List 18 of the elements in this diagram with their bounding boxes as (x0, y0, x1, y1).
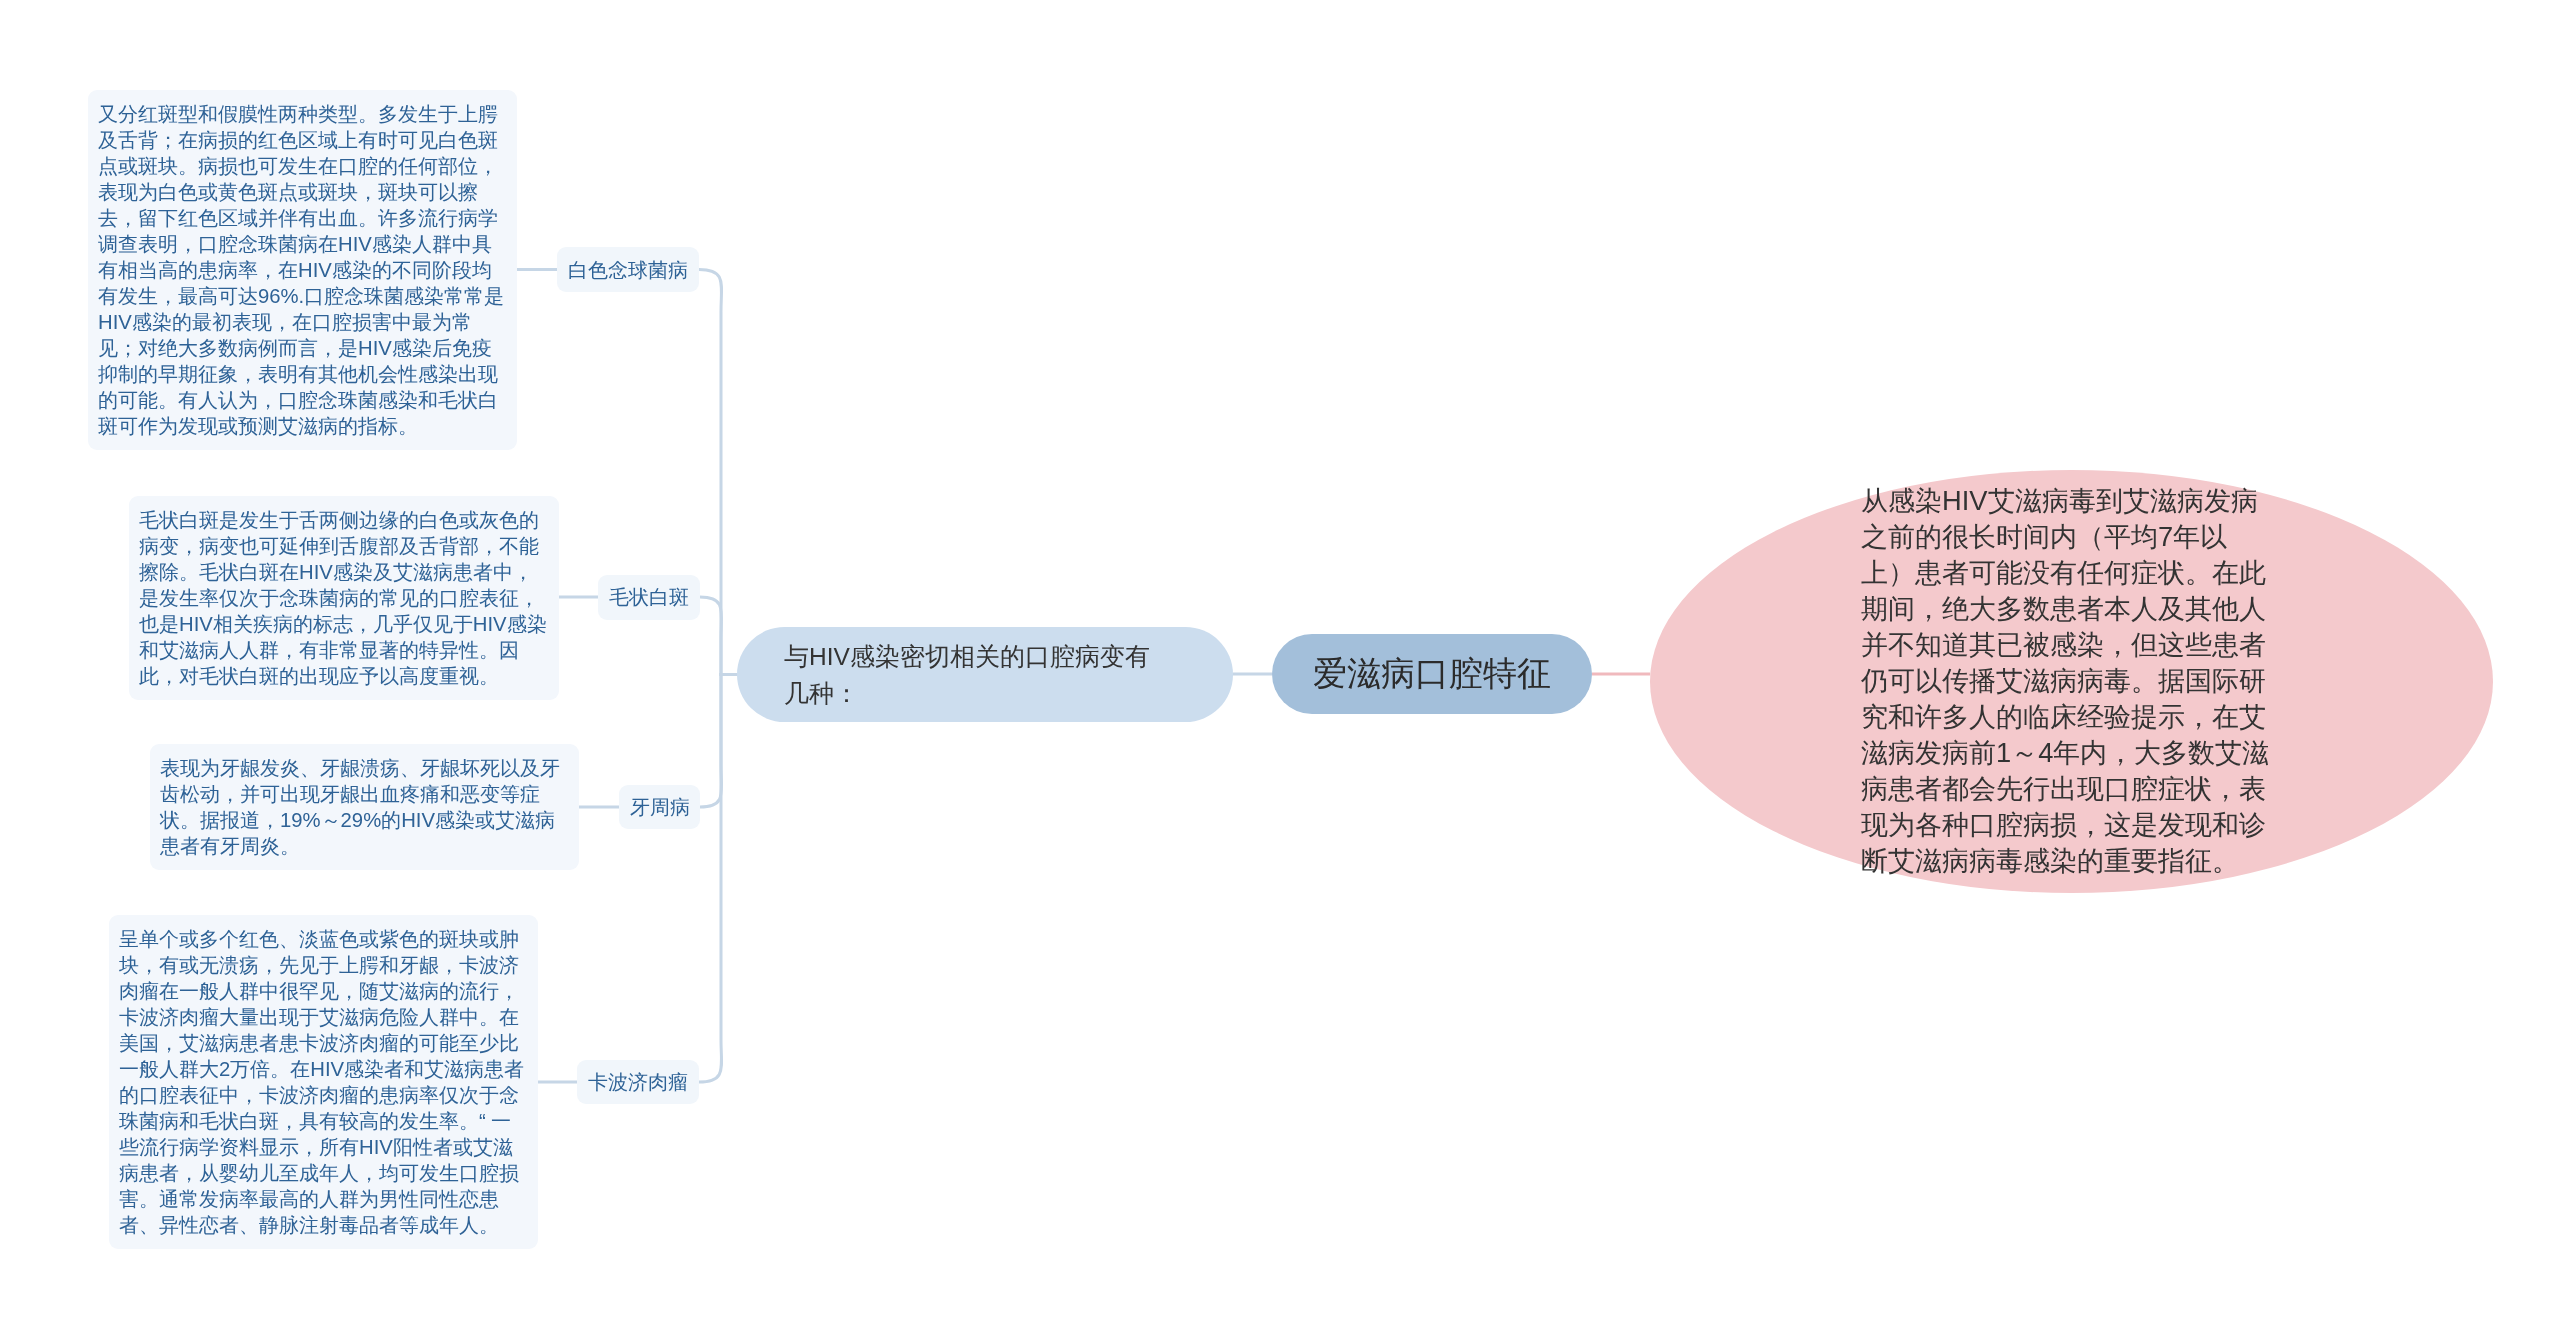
branch-topic-box: 卡波济肉瘤 (577, 1060, 699, 1104)
connector-line (579, 805, 619, 809)
note-box: 又分红斑型和假膜性两种类型。多发生于上腭及舌背；在病损的红色区域上有时可见白色斑点或斑块。病损也可发生在口腔的任何部位，表现为白色或黄色斑点或斑块，斑块可以擦去，留下红色区域并伴有出血。许多流行病学调查表明，口腔念珠菌病在HIV感染人群中具有相当高的患病率，在HIV感染的不同阶段均有发生，最高可达96%.口腔念珠菌感染常常是HIV感染的最初表现，在口腔损害中最为常见；对绝大多数病例而言，是HIV感染后免疫抑制的早期征象，表明有其他机会性感染出现的可能。有人认为，口腔念珠菌感染和毛状白斑可作为发现或预测艾滋病的指标。 (88, 89, 517, 450)
note-box: 毛状白斑是发生于舌两侧边缘的白色或灰色的病变，病变也可延伸到舌腹部及舌背部，不能擦除。毛状白斑在HIV感染及艾滋病患者中，是发生率仅次于念珠菌病的常见的口腔表征，也是HIV相关疾病的标志，几乎仅见于HIV感染和艾滋病人人群，有非常显著的特异性。因此，对毛状白斑的出现应予以高度重视。 (129, 496, 559, 700)
note-box: 表现为牙龈发炎、牙龈溃疡、牙龈坏死以及牙齿松动，并可出现牙龈出血疼痛和恶变等症状。据报道，19%～29%的HIV感染或艾滋病患者有牙周炎。 (150, 744, 579, 870)
central-topic-pill: 爱滋病口腔特征 (1272, 634, 1592, 714)
branch-topic-box: 毛状白斑 (598, 574, 700, 620)
subtopic-pill: 与HIV感染密切相关的口腔病变有几种： (737, 627, 1233, 722)
connector-line (1233, 672, 1272, 676)
connector-line (538, 1080, 577, 1084)
connector-line (1592, 672, 1651, 676)
branch-topic-box: 白色念球菌病 (557, 247, 699, 292)
branch-topic-box: 牙周病 (619, 785, 700, 829)
connector-line (698, 673, 737, 1084)
note-box: 呈单个或多个红色、淡蓝色或紫色的斑块或肿块，有或无溃疡，先见于上腭和牙龈，卡波济肉瘤在一般人群中很罕见，随艾滋病的流行，卡波济肉瘤大量出现于艾滋病危险人群中。在美国，艾滋病患者患卡波济肉瘤的可能至少比一般人群大2万倍。在HIV感染者和艾滋病患者的口腔表征中，卡波济肉瘤的患病率仅次于念珠菌病和毛状白斑，具有较高的发生率。“ 一些流行病学资料显示，所有HIV阳性者或艾滋病患者，从婴幼儿至成年人，均可发生口腔损害。通常发病率最高的人群为男性同性恋患者、异性恋者、静脉注射毒品者等成年人。 (109, 915, 538, 1249)
connector-line (517, 268, 557, 271)
note-ellipse: 从感染HIV艾滋病毒到艾滋病发病之前的很长时间内（平均7年以上）患者可能没有任何症状。在此期间，绝大多数患者本人及其他人并不知道其已被感染，但这些患者仍可以传播艾滋病病毒。据国际研究和许多人的临床经验提示，在艾滋病发病前1～4年内，大多数艾滋病患者都会先行出现口腔症状，表现为各种口腔病损，这是发现和诊断艾滋病病毒感染的重要指征。 (1650, 469, 2493, 893)
connector-line (559, 595, 598, 599)
